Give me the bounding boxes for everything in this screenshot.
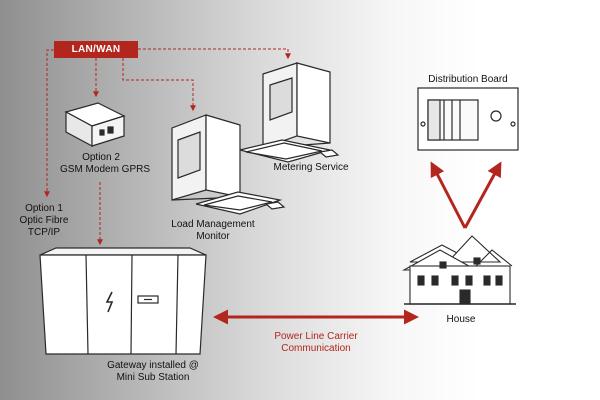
option2-title: Option 2	[82, 152, 120, 163]
house-to-board-arrows	[430, 161, 502, 229]
house-label: House	[446, 314, 476, 325]
option2-subtitle: GSM Modem GPRS	[60, 164, 151, 175]
dashed-links	[44, 48, 291, 246]
plc-title: Power Line Carrier	[274, 331, 358, 342]
option2-label: Option 2 GSM Modem GPRS	[60, 152, 151, 176]
load-management-label: Load Management Monitor	[168, 219, 258, 243]
plc-label: Power Line Carrier Communication	[266, 331, 366, 355]
metering-computer	[239, 62, 340, 163]
option1-label: Option 1 Optic Fibre TCP/IP	[14, 203, 74, 239]
option1-title: Option 1	[25, 203, 63, 214]
link-lan-to-load	[122, 58, 196, 112]
metering-service-label: Metering Service	[273, 162, 349, 173]
gateway-substation	[39, 247, 207, 355]
link-lan-to-metering	[138, 48, 291, 60]
option1-protocol: TCP/IP	[27, 227, 61, 238]
plc-subtitle: Communication	[281, 343, 351, 354]
lan-wan-badge: LAN/WAN	[54, 41, 138, 58]
link-lan-to-fibre	[44, 49, 54, 198]
distribution-board	[417, 87, 519, 151]
gateway-title: Gateway installed @	[107, 360, 199, 371]
option1-medium: Optic Fibre	[19, 215, 69, 226]
gateway-label: Gateway installed @ Mini Sub Station	[98, 360, 208, 384]
gsm-modem	[64, 102, 126, 148]
load-management-subtitle: Monitor	[196, 231, 230, 242]
gateway-subtitle: Mini Sub Station	[116, 372, 190, 383]
distribution-board-label: Distribution Board	[428, 74, 508, 85]
load-management-title: Load Management	[171, 219, 255, 230]
house	[401, 235, 516, 305]
load-computer	[171, 114, 286, 215]
